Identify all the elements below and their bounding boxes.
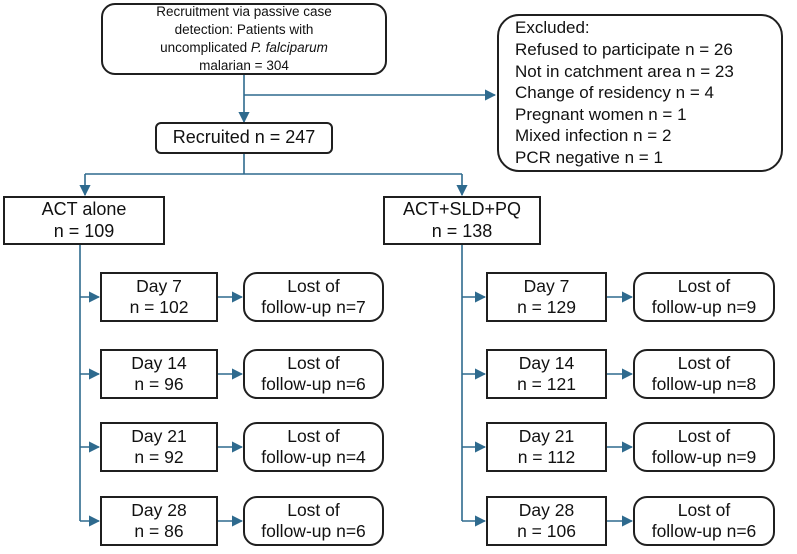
day-label: Day 21 — [131, 426, 187, 446]
day-box: Day 7 n = 129 — [486, 272, 607, 322]
lost-count: follow-up n=6 — [651, 521, 757, 541]
lost-count: follow-up n=6 — [261, 374, 366, 394]
arm-box-act-sld-pq: ACT+SLD+PQ n = 138 — [383, 196, 541, 245]
day-box: Day 28 n = 106 — [486, 496, 607, 546]
day-count: n = 112 — [517, 447, 576, 467]
arm-box-act-alone: ACT alone n = 109 — [3, 196, 165, 245]
day-box: Day 28 n = 86 — [100, 496, 218, 546]
day-count: n = 121 — [517, 374, 576, 394]
lost-label: Lost of — [677, 276, 731, 296]
arm-name: ACT+SLD+PQ — [402, 198, 522, 219]
day-label: Day 14 — [131, 353, 187, 373]
lost-count: follow-up n=9 — [651, 447, 757, 467]
lost-count: follow-up n=7 — [261, 297, 366, 317]
lost-label: Lost of — [677, 353, 731, 373]
day-box: Day 14 n = 96 — [100, 349, 218, 399]
excluded-item: Change of residency n = 4 — [515, 83, 714, 103]
recruitment-line-3-text: uncomplicated — [160, 40, 251, 55]
recruitment-species: P. falciparum — [250, 40, 328, 55]
recruited-label: Recruited n = 247 — [172, 127, 316, 148]
day-count: n = 102 — [129, 297, 189, 317]
arm-name: ACT alone — [41, 198, 127, 219]
lost-count: follow-up n=4 — [261, 447, 366, 467]
day-count: n = 106 — [517, 521, 576, 541]
lost-box: Lost of follow-up n=6 — [243, 349, 384, 399]
lost-box: Lost of follow-up n=6 — [243, 496, 384, 546]
day-box: Day 21 n = 112 — [486, 422, 607, 472]
excluded-box: Excluded: Refused to participate n = 26 … — [497, 14, 783, 172]
lost-label: Lost of — [287, 353, 340, 373]
day-count: n = 129 — [517, 297, 576, 317]
lost-count: follow-up n=8 — [651, 374, 757, 394]
day-label: Day 21 — [518, 426, 575, 446]
day-label: Day 14 — [518, 353, 575, 373]
arm-count: n = 109 — [53, 220, 115, 241]
recruited-box: Recruited n = 247 — [155, 122, 333, 154]
recruitment-line-3: uncomplicated P. falciparum — [160, 39, 328, 57]
lost-box: Lost of follow-up n=9 — [633, 272, 775, 322]
day-box: Day 21 n = 92 — [100, 422, 218, 472]
excluded-item: Mixed infection n = 2 — [515, 126, 672, 146]
day-label: Day 7 — [523, 276, 570, 296]
lost-box: Lost of follow-up n=7 — [243, 272, 384, 322]
day-label: Day 7 — [136, 276, 182, 296]
lost-label: Lost of — [287, 426, 340, 446]
day-label: Day 28 — [131, 500, 187, 520]
recruitment-line-4: malarian = 304 — [199, 57, 289, 73]
day-count: n = 92 — [134, 447, 184, 467]
lost-count: follow-up n=6 — [261, 521, 366, 541]
lost-box: Lost of follow-up n=6 — [633, 496, 775, 546]
excluded-title: Excluded: — [515, 18, 590, 38]
day-box: Day 14 n = 121 — [486, 349, 607, 399]
day-label: Day 28 — [518, 500, 575, 520]
day-count: n = 86 — [134, 521, 184, 541]
recruitment-line-1: Recruitment via passive case — [156, 4, 332, 20]
lost-count: follow-up n=9 — [651, 297, 757, 317]
lost-label: Lost of — [287, 276, 340, 296]
lost-box: Lost of follow-up n=9 — [633, 422, 775, 472]
arm-count: n = 138 — [431, 220, 493, 241]
day-count: n = 96 — [134, 374, 184, 394]
lost-label: Lost of — [287, 500, 340, 520]
excluded-item: Refused to participate n = 26 — [515, 40, 733, 60]
excluded-item: Pregnant women n = 1 — [515, 104, 687, 124]
lost-box: Lost of follow-up n=4 — [243, 422, 384, 472]
excluded-item: PCR negative n = 1 — [515, 147, 663, 167]
recruitment-box: Recruitment via passive case detection: … — [101, 3, 387, 75]
excluded-item: Not in catchment area n = 23 — [515, 61, 734, 81]
day-box: Day 7 n = 102 — [100, 272, 218, 322]
lost-label: Lost of — [677, 500, 731, 520]
lost-label: Lost of — [677, 426, 731, 446]
lost-box: Lost of follow-up n=8 — [633, 349, 775, 399]
recruitment-line-2: detection: Patients with — [174, 22, 314, 38]
